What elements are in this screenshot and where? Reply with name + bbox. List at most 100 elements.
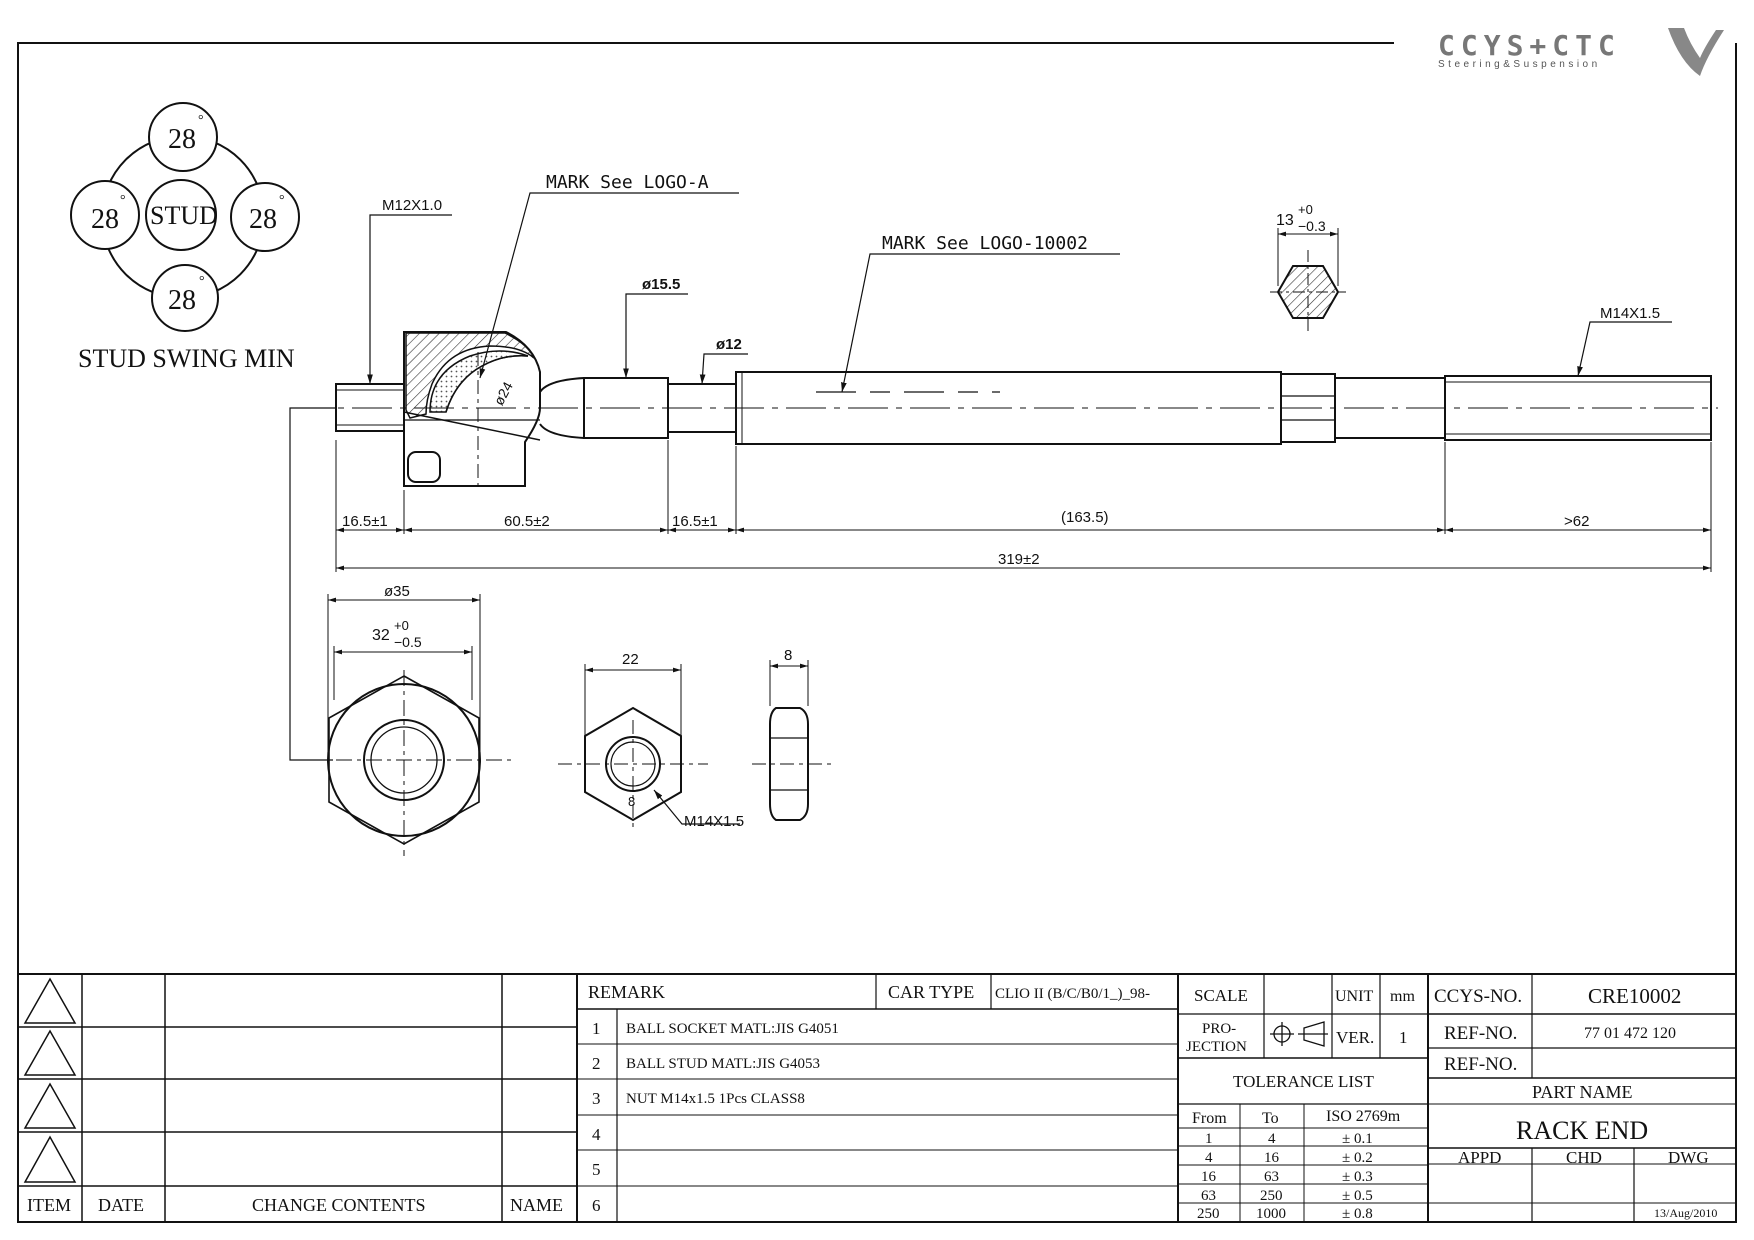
rack-end-side-view (290, 331, 1718, 487)
scale-label: SCALE (1194, 986, 1248, 1005)
revision-triangle-icon (23, 1029, 77, 1076)
label-nut-thickness: 8 (784, 647, 792, 664)
tol-from: 63 (1201, 1188, 1216, 1204)
remark-text: BALL STUD MATL:JIS G4053 (626, 1056, 820, 1072)
part-name-value: RACK END (1516, 1116, 1648, 1145)
swing-degree-left: ° (120, 193, 126, 208)
stud-circle-right (230, 182, 300, 252)
label-diam-socket: ø35 (384, 583, 410, 600)
remark-no: 3 (592, 1089, 601, 1108)
tol-value: ± 0.2 (1342, 1150, 1373, 1166)
ref-no-label: REF-NO. (1444, 1023, 1517, 1044)
nut-front-view (558, 664, 740, 832)
brand-swoosh-icon (1668, 28, 1724, 76)
label-diam-shaft: ø12 (716, 336, 742, 353)
car-type-label: CAR TYPE (888, 982, 974, 1002)
stud-label: STUD (150, 201, 218, 230)
tol-from: 4 (1205, 1150, 1213, 1166)
swing-angle-top: 28 (168, 124, 196, 155)
label-socket-tol-plus: +0 (394, 618, 409, 633)
label-diam-neck: ø15.5 (642, 276, 680, 293)
tol-value: ± 0.5 (1342, 1188, 1373, 1204)
dim-shaft-len: (163.5) (1061, 509, 1109, 526)
stud-circle-top (148, 102, 218, 172)
dim-neck-len: 16.5±1 (672, 513, 718, 530)
tolerance-title: TOLERANCE LIST (1233, 1072, 1374, 1091)
annotations: MARK See LOGO-A M12X1.0 MARK See LOGO-10… (342, 172, 1660, 830)
leader-lines (367, 192, 1672, 393)
remark-no: 4 (592, 1125, 601, 1144)
socket-bottom-lug (407, 451, 441, 483)
label-thread-stud: M12X1.0 (382, 197, 442, 214)
dim-thread-len: >62 (1564, 513, 1589, 530)
dim-stud-len: 16.5±1 (342, 513, 388, 530)
tol-from: 250 (1197, 1206, 1220, 1222)
tol-value: ± 0.8 (1342, 1206, 1373, 1222)
hex-section-detail (1270, 228, 1346, 332)
nut-side-view (752, 660, 836, 821)
unit-label: UNIT (1335, 988, 1373, 1005)
label-mark-logo-part: MARK See LOGO-10002 (882, 233, 1088, 254)
label-socket-tol-minus: −0.5 (394, 634, 422, 650)
tol-to: 4 (1268, 1131, 1276, 1147)
tol-header-iso: ISO 2769m (1326, 1108, 1401, 1125)
brand-logo-text: CCYS+CTC (1438, 29, 1621, 62)
swing-angle-bottom: 28 (168, 285, 196, 316)
label-hex-tol-minus: −0.3 (1298, 218, 1326, 234)
swing-degree-right: ° (279, 193, 285, 208)
revision-triangle-icon (23, 1082, 77, 1129)
drawing-frame (17, 42, 1737, 1223)
ver-value: 1 (1399, 1028, 1408, 1047)
stud-swing-diagram (70, 102, 300, 332)
brand-logo: CCYS+CTC Steering&Suspension (1438, 28, 1724, 76)
stud-circle-left (70, 180, 140, 250)
tol-header-from: From (1192, 1110, 1227, 1127)
ref-no2-label: REF-NO. (1444, 1054, 1517, 1075)
remark-header: REMARK (588, 982, 665, 1002)
dimension-lines (289, 407, 1712, 761)
label-diam-ball: ø24 (490, 379, 516, 408)
rev-header-item: ITEM (27, 1195, 71, 1215)
ccys-no-label: CCYS-NO. (1434, 986, 1522, 1007)
remark-no: 2 (592, 1054, 601, 1073)
tol-to: 1000 (1256, 1206, 1286, 1222)
tol-header-to: To (1262, 1110, 1279, 1127)
label-thread-end: M14X1.5 (1600, 305, 1660, 322)
socket-end-view (306, 594, 516, 856)
tol-from: 1 (1205, 1131, 1213, 1147)
swing-degree-top: ° (198, 113, 204, 128)
projection-symbol-icon (1270, 1021, 1328, 1047)
ball-socket (403, 331, 541, 487)
ccys-no-value: CRE10002 (1588, 984, 1681, 1008)
swing-degree-bottom: ° (199, 274, 205, 289)
tol-from: 16 (1201, 1169, 1217, 1185)
label-nut-width: 22 (622, 651, 639, 668)
remark-no: 5 (592, 1160, 601, 1179)
revision-triangle-icon (23, 1135, 77, 1183)
dim-socket-len: 60.5±2 (504, 513, 550, 530)
unit-value: mm (1390, 988, 1415, 1005)
swing-angle-right: 28 (249, 204, 277, 235)
remark-text: NUT M14x1.5 1Pcs CLASS8 (626, 1091, 805, 1107)
remark-text: BALL SOCKET MATL:JIS G4051 (626, 1021, 839, 1037)
swing-angle-left: 28 (91, 204, 119, 235)
tol-to: 63 (1264, 1169, 1279, 1185)
projection-label-1: PRO- (1202, 1021, 1236, 1037)
tol-to: 16 (1264, 1150, 1280, 1166)
part-name-label: PART NAME (1532, 1082, 1632, 1102)
leader-diam-neck (623, 293, 688, 378)
car-type-value: CLIO II (B/C/B0/1_)_98- (995, 986, 1150, 1002)
ball-socket-section (405, 332, 535, 419)
tol-value: ± 0.1 (1342, 1131, 1373, 1147)
leader-thread-stud (367, 214, 452, 384)
label-nut-inner: 8 (628, 794, 635, 809)
title-block (18, 973, 1736, 1222)
rev-header-change: CHANGE CONTENTS (252, 1195, 426, 1215)
approval-chd: CHD (1566, 1148, 1602, 1167)
projection-label-2: JECTION (1186, 1039, 1247, 1055)
dim-total: 319±2 (998, 551, 1040, 568)
leader-diam-shaft (699, 353, 748, 385)
ref-no-value: 77 01 472 120 (1584, 1025, 1676, 1042)
brand-tagline: Steering&Suspension (1438, 59, 1601, 70)
